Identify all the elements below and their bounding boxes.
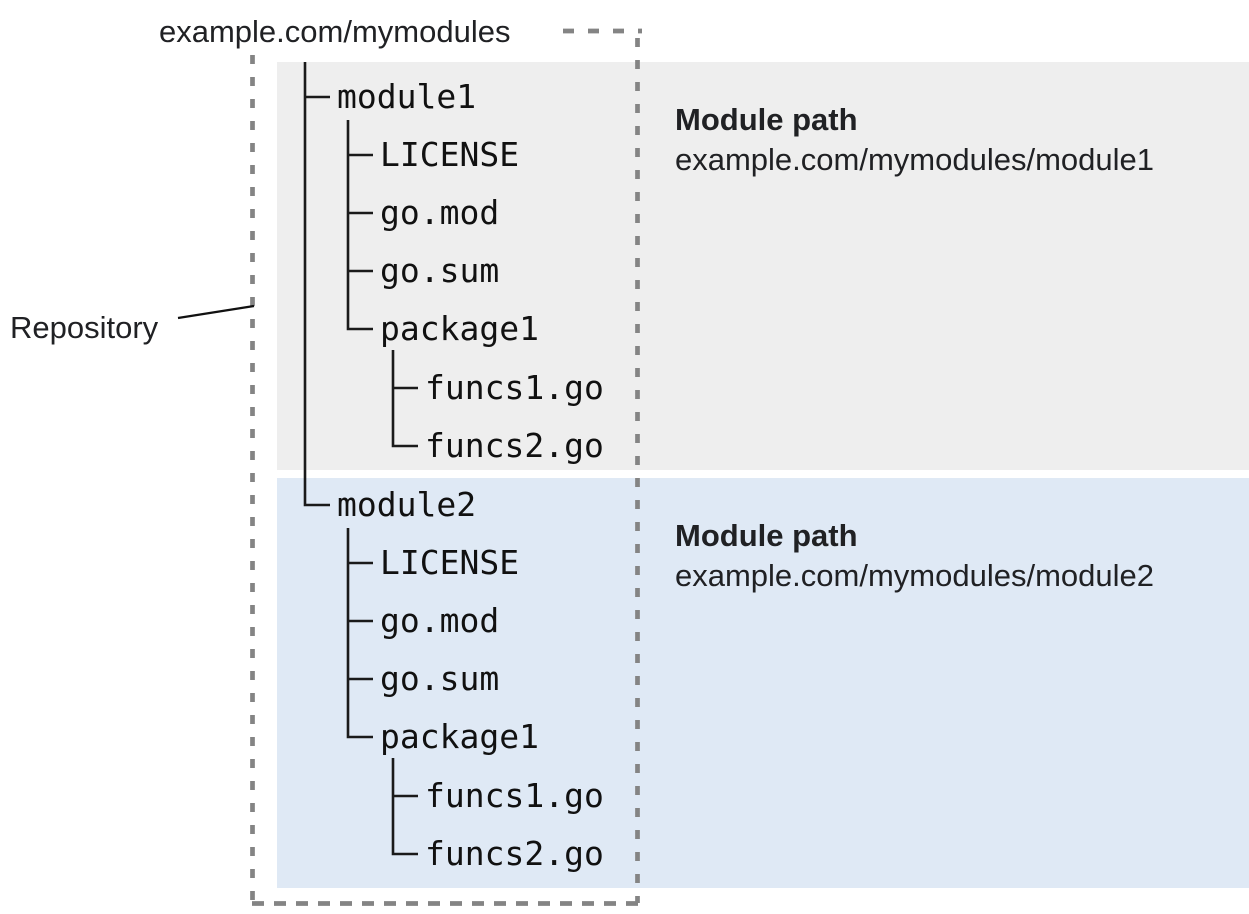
tree-item-module2-gosum: go.sum xyxy=(380,658,500,698)
tree-item-module1: module1 xyxy=(337,76,477,116)
repository-url-label: example.com/mymodules xyxy=(159,14,511,49)
module1-path-title: Module path xyxy=(675,102,858,137)
module1-path-value: example.com/mymodules/module1 xyxy=(675,142,1154,177)
module2-path-block: Module path example.com/mymodules/module… xyxy=(675,516,1154,596)
module2-panel: Module path example.com/mymodules/module… xyxy=(277,478,1249,888)
module1-path-block: Module path example.com/mymodules/module… xyxy=(675,100,1154,180)
repository-label: Repository xyxy=(10,310,159,345)
tree-item-module1-gosum: go.sum xyxy=(380,250,500,290)
repository-pointer-line xyxy=(177,304,255,320)
tree-item-module1-license: LICENSE xyxy=(380,134,520,174)
tree-item-module2-gomod: go.mod xyxy=(380,600,500,640)
module1-panel: Module path example.com/mymodules/module… xyxy=(277,62,1249,470)
module2-path-title: Module path xyxy=(675,518,858,553)
tree-item-module2: module2 xyxy=(337,484,477,524)
tree-item-module1-funcs2: funcs2.go xyxy=(425,425,604,465)
tree-item-module2-package1: package1 xyxy=(380,716,539,756)
tree-item-module1-package1: package1 xyxy=(380,308,539,348)
module2-path-value: example.com/mymodules/module2 xyxy=(675,558,1154,593)
tree-item-module1-gomod: go.mod xyxy=(380,192,500,232)
tree-item-module2-license: LICENSE xyxy=(380,542,520,582)
tree-item-module2-funcs2: funcs2.go xyxy=(425,833,604,873)
tree-item-module2-funcs1: funcs1.go xyxy=(425,775,604,815)
tree-item-module1-funcs1: funcs1.go xyxy=(425,367,604,407)
